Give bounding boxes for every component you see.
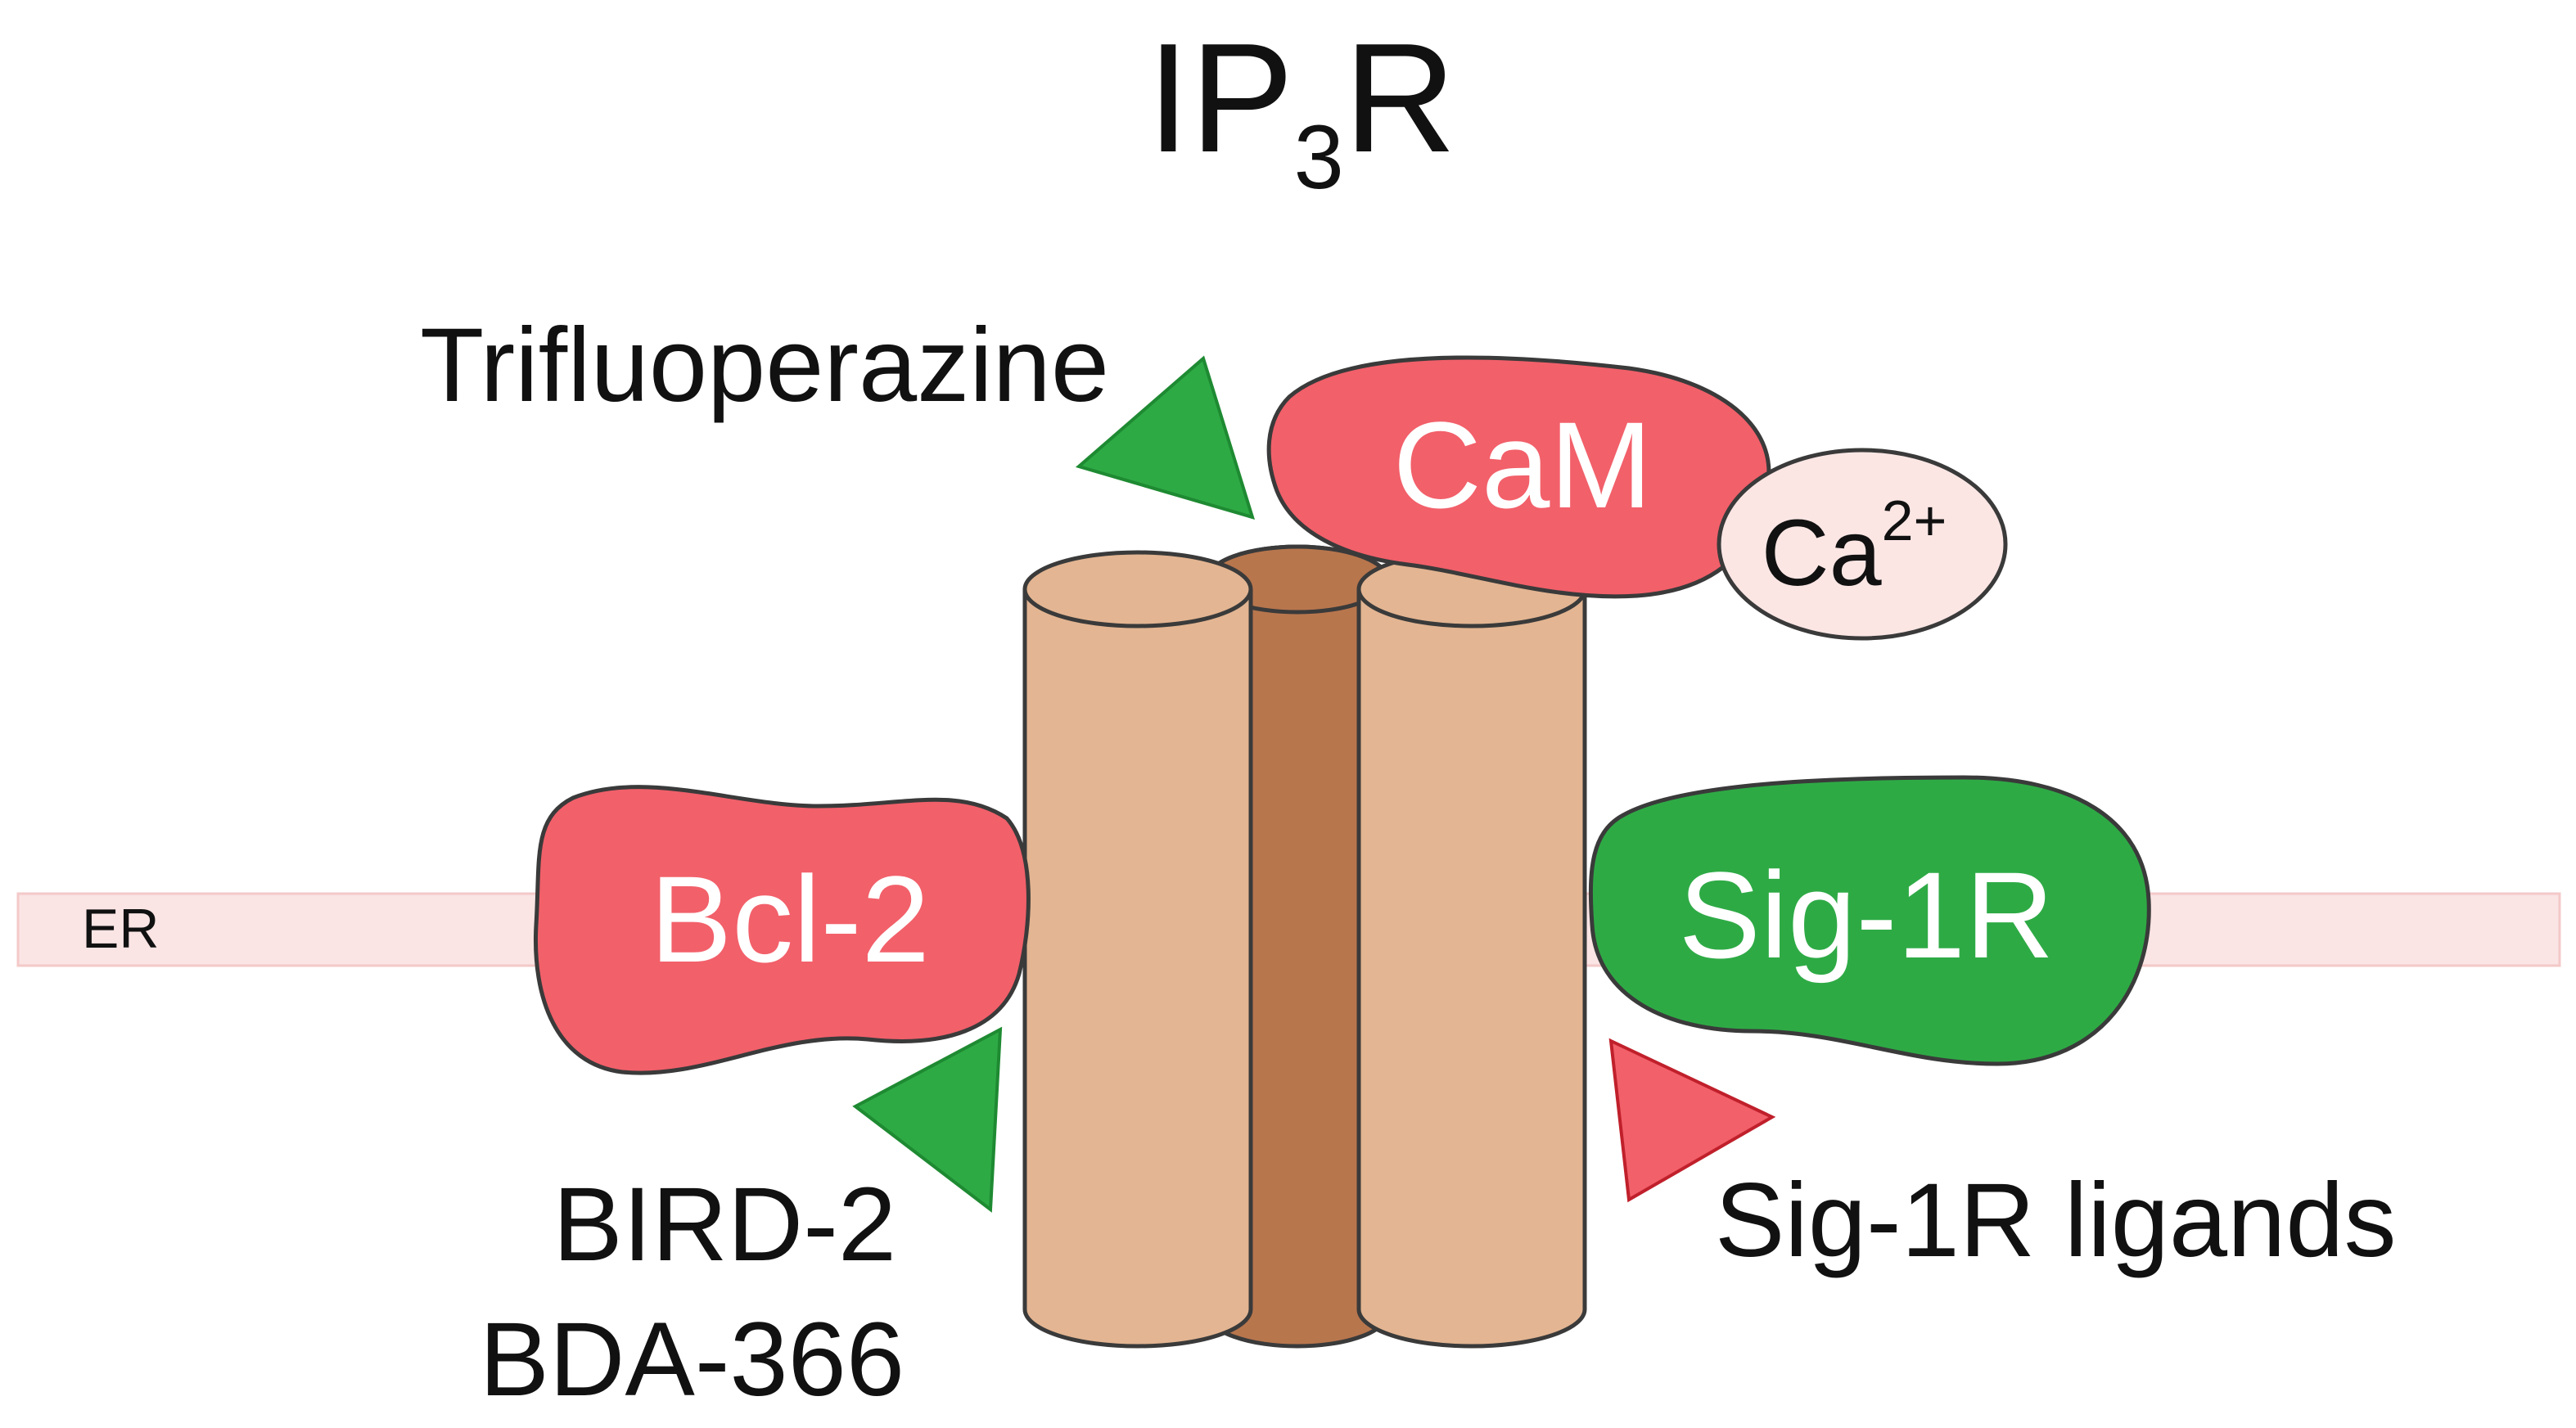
sig1r-protein bbox=[1588, 775, 2151, 1066]
ip3r-channel bbox=[1022, 544, 1587, 1349]
bcl2-protein bbox=[533, 785, 1031, 1075]
bda366-label: BDA-366 bbox=[480, 1301, 905, 1418]
triangle-green-icon bbox=[852, 1026, 1003, 1213]
sig1r-ligands-label: Sig-1R ligands bbox=[1715, 1162, 2396, 1279]
cam-protein bbox=[1266, 355, 1771, 599]
calcium-ion bbox=[1717, 448, 2008, 641]
cam-label: CaM bbox=[1393, 396, 1653, 534]
channel-left-subunit bbox=[1022, 589, 1253, 1349]
sig1r-label: Sig-1R bbox=[1679, 846, 2055, 984]
er-label: ER bbox=[82, 898, 159, 960]
diagram-title: IP3R bbox=[1147, 11, 1456, 208]
triangle-red-icon bbox=[1608, 1038, 1776, 1203]
trifluoperazine-label: Trifluoperazine bbox=[420, 307, 1109, 424]
calcium-label: Ca2+ bbox=[1762, 489, 1947, 606]
bcl2-label: Bcl-2 bbox=[650, 850, 930, 988]
bird2-label: BIRD-2 bbox=[553, 1166, 896, 1283]
channel-right-subunit bbox=[1356, 589, 1587, 1349]
triangle-green-icon bbox=[1075, 355, 1256, 520]
